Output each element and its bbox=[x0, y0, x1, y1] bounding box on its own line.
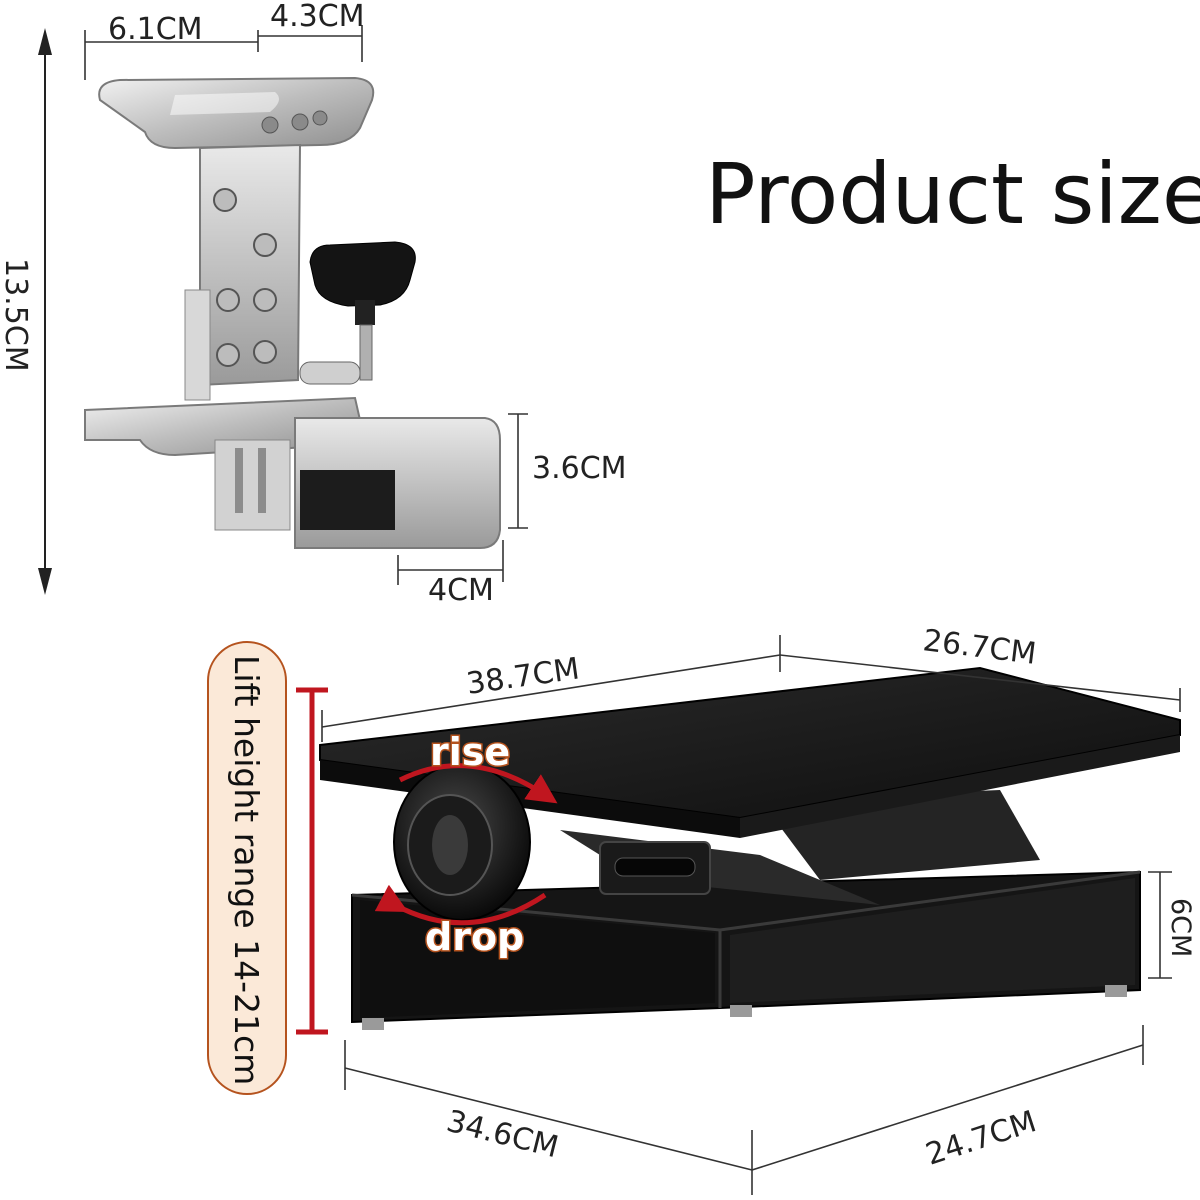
clamp-height-arrow bbox=[38, 28, 52, 595]
stand-foot bbox=[362, 1018, 384, 1030]
clamp-dimension-lines bbox=[84, 25, 528, 585]
stand-top-width-label: 26.7CM bbox=[921, 623, 1038, 672]
arm-bolt-icon bbox=[253, 340, 277, 364]
stand-slot bbox=[614, 857, 696, 877]
arm-bolt-icon bbox=[253, 288, 277, 312]
stand-dimension-lines bbox=[321, 635, 1181, 1195]
arm-bolt-icon bbox=[216, 343, 240, 367]
clamp-knob-icon bbox=[309, 241, 416, 307]
stand-base-side bbox=[730, 878, 1135, 1003]
clamp-top-width-label: 6.1CM bbox=[108, 12, 203, 47]
clamp-screw-icon bbox=[312, 110, 328, 126]
stand-foot bbox=[1105, 985, 1127, 997]
stand-base-length-label: 34.6CM bbox=[443, 1104, 562, 1165]
dim-line-base-width bbox=[751, 1044, 1144, 1171]
dim-line-top-width bbox=[779, 654, 1181, 701]
clamp-slot bbox=[235, 448, 243, 513]
lift-range-pill bbox=[207, 641, 287, 1095]
stand-base-width-label: 24.7CM bbox=[922, 1104, 1041, 1172]
stand-foot bbox=[730, 1005, 752, 1017]
drop-label: drop bbox=[425, 915, 524, 959]
stand-top-length-label: 38.7CM bbox=[464, 651, 581, 701]
arrow-down-icon bbox=[38, 568, 52, 595]
dim-line-top-length bbox=[321, 654, 781, 728]
stand-top-side-edge bbox=[740, 735, 1180, 838]
clamp-top-depth-label: 4.3CM bbox=[270, 0, 365, 34]
clamp-screw-icon bbox=[261, 116, 279, 134]
clamp-mount-plate bbox=[214, 439, 291, 531]
clamp-vertical-arm bbox=[199, 143, 302, 387]
rise-arrow-icon bbox=[398, 763, 558, 804]
clamp-height-label: 13.5CM bbox=[0, 258, 33, 372]
stand-base-front bbox=[360, 900, 715, 1018]
arm-bolt-icon bbox=[213, 188, 237, 212]
clamp-jaw-width-label: 4CM bbox=[428, 573, 494, 608]
knob-center bbox=[432, 815, 468, 875]
drop-arrow-icon bbox=[374, 884, 547, 926]
clamp-knob-neck bbox=[355, 300, 375, 325]
clamp-top-highlight bbox=[170, 92, 279, 115]
arm-bolt-icon bbox=[253, 233, 277, 257]
stand-base-height-label: 6CM bbox=[1165, 898, 1196, 957]
page-title: Product size bbox=[705, 145, 1200, 243]
clamp-slot bbox=[258, 448, 266, 513]
rise-label: rise bbox=[430, 730, 510, 774]
lift-stand-illustration bbox=[319, 666, 1181, 1030]
clamp-illustration bbox=[84, 76, 501, 549]
clamp-side-plate bbox=[184, 289, 211, 401]
clamp-screw-icon bbox=[291, 113, 309, 131]
arm-bolt-icon bbox=[216, 288, 240, 312]
arrow-up-icon bbox=[38, 28, 52, 55]
clamp-jaw-height-label: 3.6CM bbox=[532, 451, 627, 486]
lift-range-bracket bbox=[296, 687, 328, 1035]
dim-line-base-length bbox=[344, 1067, 753, 1171]
clamp-jaw-pad bbox=[300, 470, 395, 530]
clamp-pivot-pin bbox=[299, 361, 361, 385]
clamp-threaded-rod bbox=[359, 324, 373, 381]
lift-range-label: Lift height range 14-21cm bbox=[227, 655, 266, 1085]
